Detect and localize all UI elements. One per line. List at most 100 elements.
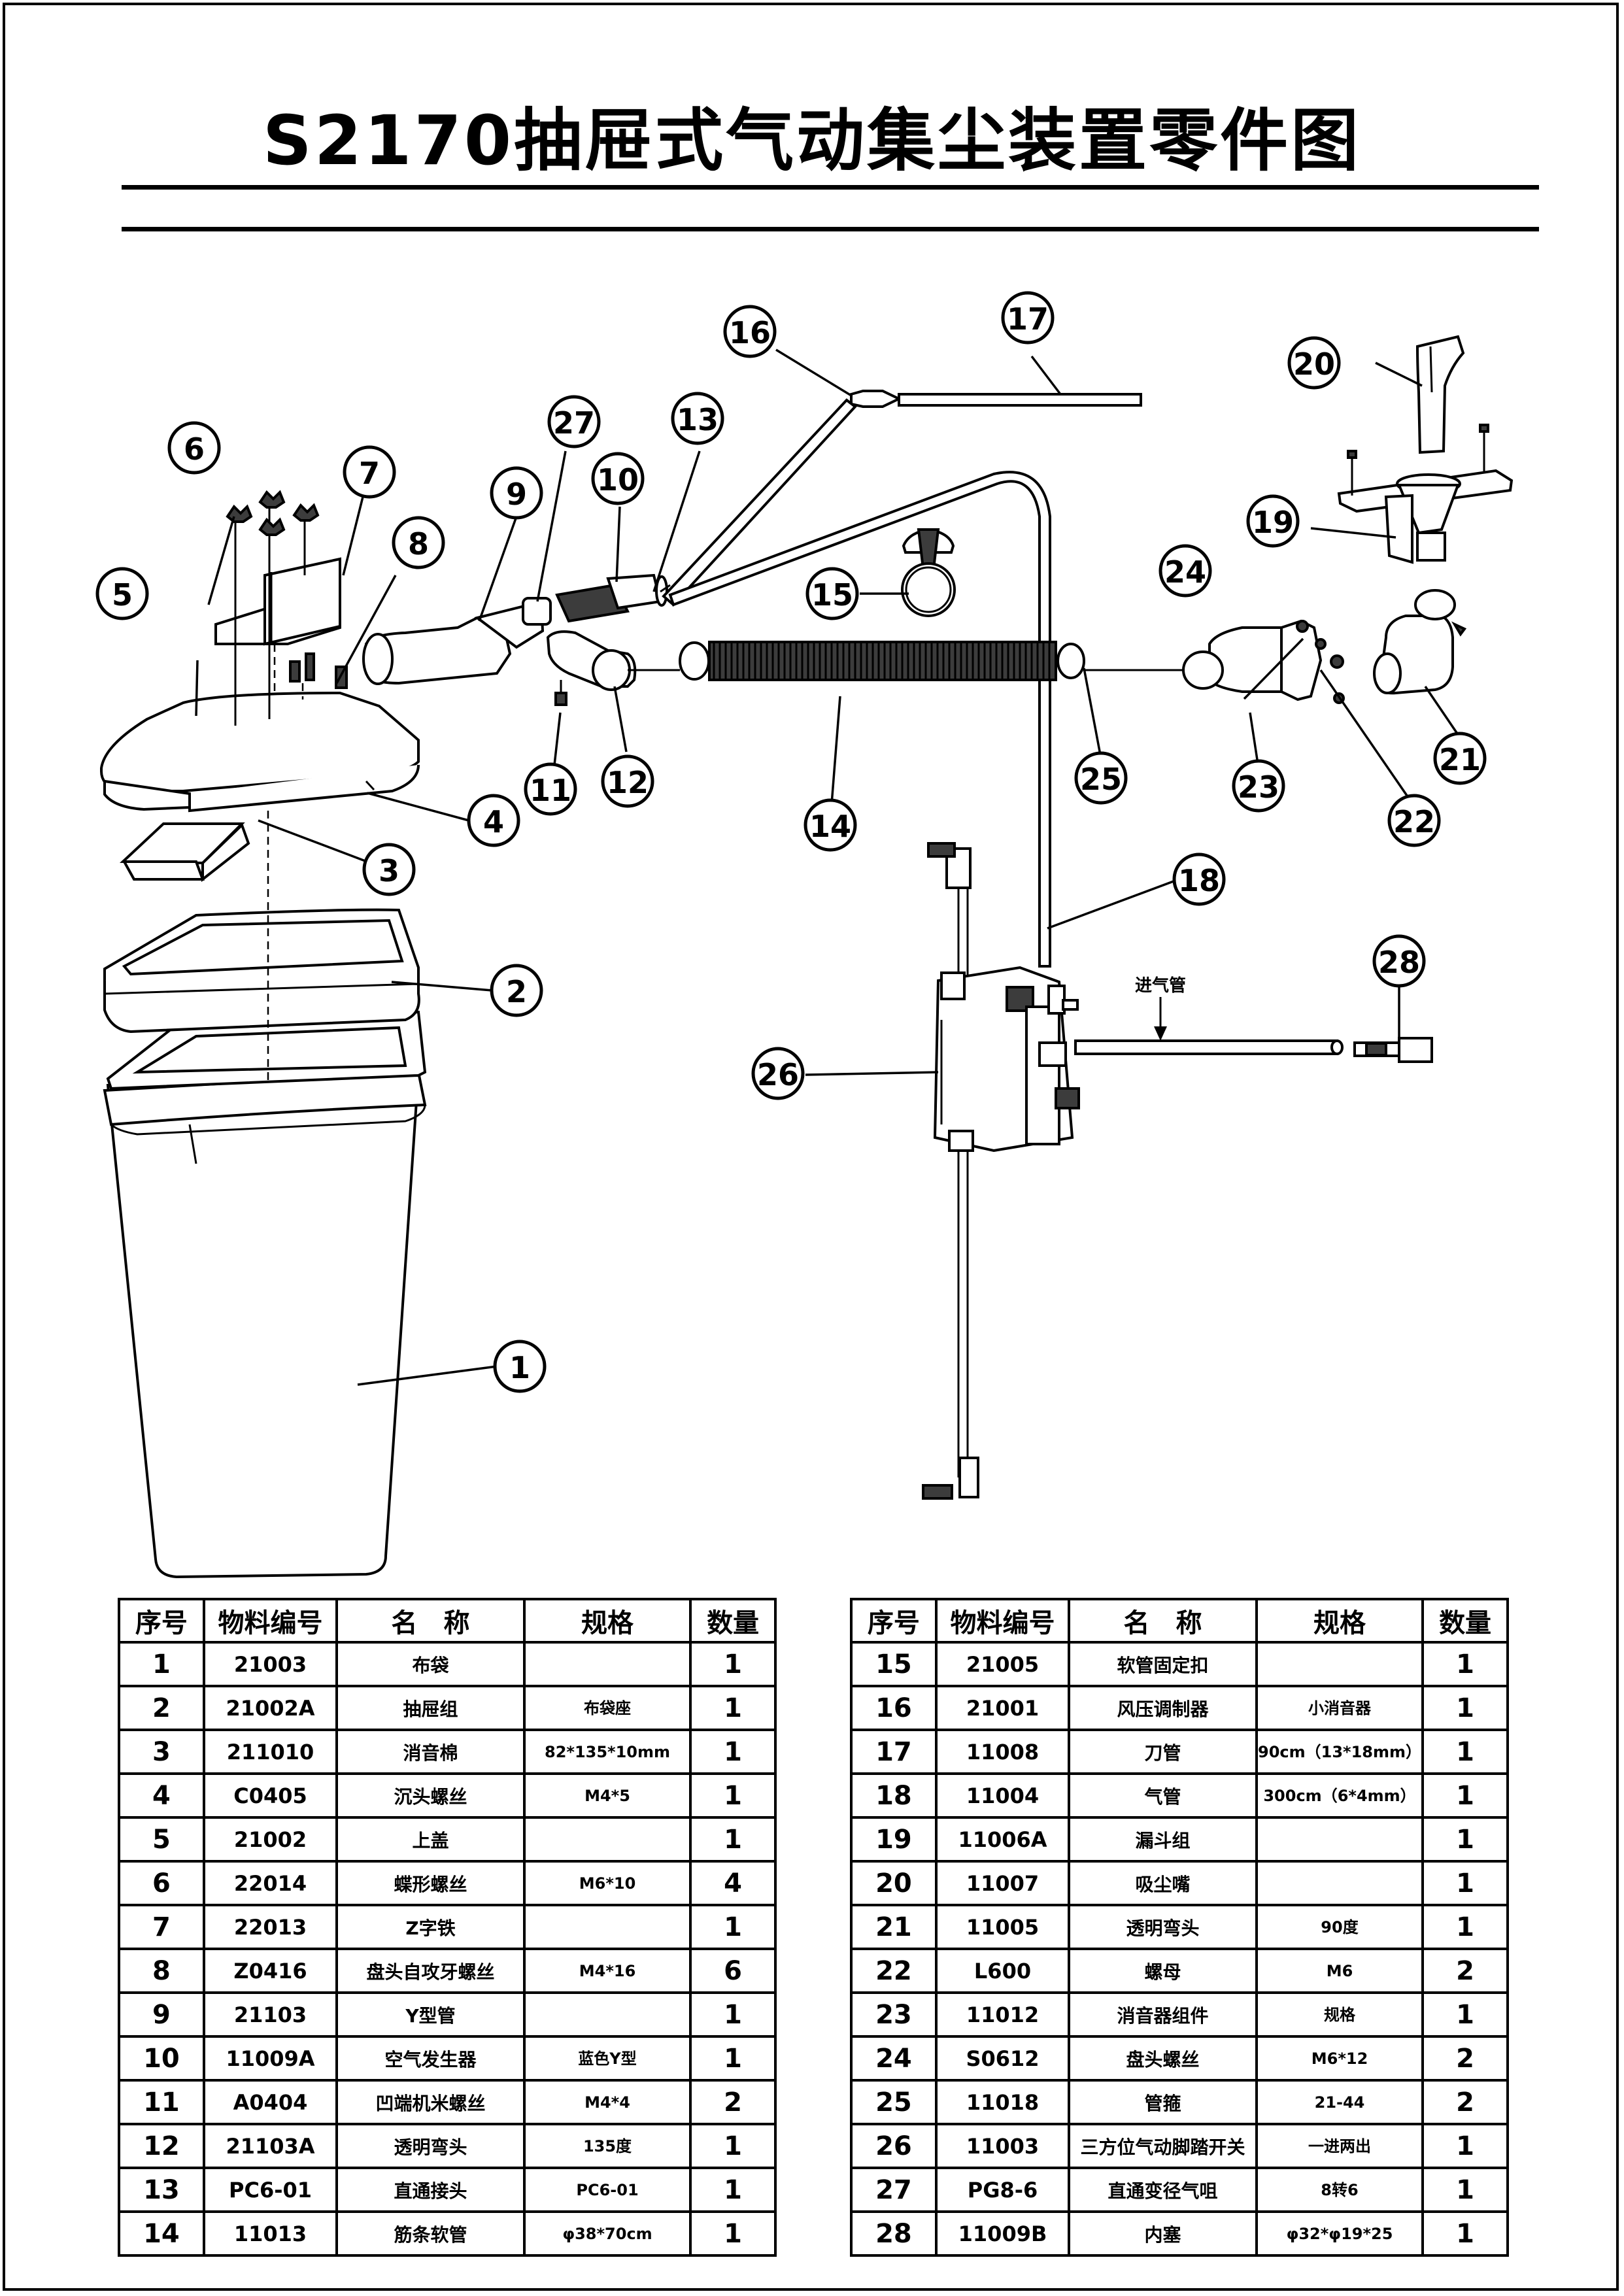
spec-cell: 布袋座 [522,1685,692,1731]
part-name-cell: Y型管 [335,1991,526,2038]
part-name-cell: 上盖 [335,1816,526,1863]
part-number-cell: 9 [118,1991,205,2038]
material-code-cell: 11004 [934,1772,1071,1819]
part-number-cell: 10 [118,2035,205,2082]
material-code-cell: 21005 [934,1641,1071,1687]
header-code: 物料编号 [934,1598,1071,1644]
reducer-nozzle-part [522,597,552,626]
callout-number: 25 [1080,762,1122,797]
material-code-cell: PC6-01 [202,2167,339,2213]
quantity-cell: 1 [689,1904,777,1950]
spec-cell [1255,1860,1425,1906]
quantity-cell: 4 [689,1860,777,1906]
inlet-label-group: 进气管 [1135,975,1186,1041]
material-code-cell: 11009A [202,2035,339,2082]
part-number-cell: 12 [118,2123,205,2169]
material-code-cell: 22014 [202,1860,339,1906]
callout-number: 5 [112,577,133,613]
callout-circle [1232,759,1285,813]
spec-cell [1255,1641,1425,1687]
spec-cell: φ38*70cm [522,2210,692,2257]
part-number-cell: 3 [118,1729,205,1775]
callout-number: 10 [597,462,639,498]
callout-number: 18 [1178,863,1220,898]
callout-number: 2 [506,974,527,1009]
material-code-cell: 21103A [202,2123,339,2169]
page-border [3,3,1619,2291]
spec-cell: 90cm（13*18mm） [1255,1729,1425,1775]
callout-number: 22 [1393,804,1435,839]
spec-cell: 82*135*10mm [522,1729,692,1775]
part-number-cell: 11 [118,2079,205,2125]
drawer-part [103,908,420,1034]
material-code-cell: S0612 [934,2035,1071,2082]
part-name-cell: 风压调制器 [1068,1685,1258,1731]
header-name: 名 称 [335,1598,526,1644]
part-number-cell: 26 [850,2123,938,2169]
spec-cell: 21-44 [1255,2079,1425,2125]
callout-number: 13 [677,402,719,437]
callout-circle [751,1047,805,1100]
callout-number: 28 [1378,945,1420,980]
callout-number: 23 [1238,769,1279,805]
callout-12: 12 [601,754,654,808]
quantity-cell: 1 [1421,1772,1509,1819]
spec-cell: 小消音器 [1255,1685,1425,1731]
callout-26: 26 [751,1047,805,1100]
spec-cell: 90度 [1255,1904,1425,1950]
material-code-cell: 21002 [202,1816,339,1863]
callout-circle [167,421,221,475]
part-number-cell: 6 [118,1860,205,1906]
spec-cell: PC6-01 [522,2167,692,2213]
callout-circle [1159,544,1212,598]
callout-number: 6 [184,431,205,467]
part-name-cell: 沉头螺丝 [335,1772,526,1819]
callout-number: 1 [509,1350,530,1385]
callout-28: 28 [1372,934,1426,988]
callout-4: 4 [467,794,520,847]
material-code-cell: 21103 [202,1991,339,2038]
header-name: 名 称 [1068,1598,1258,1644]
callout-number: 11 [530,773,571,808]
part-number-cell: 2 [118,1685,205,1731]
z-bracket-part [214,557,341,693]
part-number-cell: 19 [850,1816,938,1863]
inlet-label: 进气管 [1135,975,1186,996]
header-qty: 数量 [1421,1598,1509,1644]
spec-cell: M4*5 [522,1772,692,1819]
quantity-cell: 1 [689,1641,777,1687]
callout-19: 19 [1246,494,1300,548]
bom-header-row: 序号 物料编号 名 称 规格 数量 [850,1598,1509,1644]
part-number-cell: 13 [118,2167,205,2213]
material-code-cell: 11003 [934,2123,1071,2169]
bom-header-row: 序号 物料编号 名 称 规格 数量 [118,1598,777,1644]
part-name-cell: 消音器组件 [1068,1991,1258,2038]
inner-plug-part [1353,1037,1433,1063]
spec-cell: 8转6 [1255,2167,1425,2213]
header-spec: 规格 [1255,1598,1425,1644]
header-no: 序号 [118,1598,205,1644]
callout-number: 15 [811,577,853,613]
callout-15: 15 [805,567,859,620]
callout-25: 25 [1074,751,1128,805]
callout-1: 1 [493,1340,547,1393]
callout-8: 8 [392,516,445,569]
callout-number: 4 [483,804,504,839]
muffler-part [1182,619,1345,704]
quantity-cell: 2 [1421,2079,1509,2125]
part-name-cell: 软管固定扣 [1068,1641,1258,1687]
material-code-cell: 11008 [934,1729,1071,1775]
